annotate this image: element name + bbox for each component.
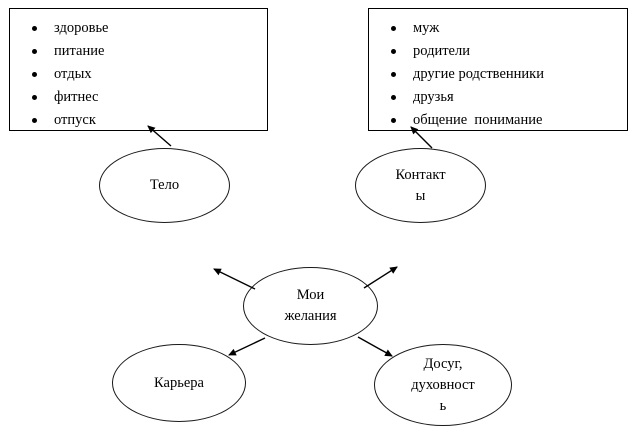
body-list: здоровье питание отдых фитнес отпуск xyxy=(10,9,267,130)
list-item: отдых xyxy=(10,63,267,86)
body-list-box: здоровье питание отдых фитнес отпуск xyxy=(9,8,268,131)
node-leisure-label-line1: Досуг, xyxy=(423,355,463,372)
arrow-wishes-to-body xyxy=(213,268,256,290)
node-wishes-label-line2: желания xyxy=(284,308,337,324)
node-career-label: Карьера xyxy=(154,374,204,391)
list-item: общение понимание xyxy=(369,109,627,130)
list-item: муж xyxy=(369,17,627,40)
node-leisure-label-line3: ь xyxy=(439,397,447,414)
list-item: другие родственники xyxy=(369,63,627,86)
list-item: родители xyxy=(369,40,627,63)
node-contacts: Контакт ы xyxy=(355,148,486,223)
node-leisure-label-line2: духовност xyxy=(411,376,475,393)
node-body: Тело xyxy=(99,148,230,223)
node-body-label: Тело xyxy=(149,177,180,193)
list-item: отпуск xyxy=(10,109,267,130)
list-item: фитнес xyxy=(10,86,267,109)
node-leisure: Досуг, духовност ь xyxy=(374,344,512,426)
list-item: здоровье xyxy=(10,17,267,40)
list-item: друзья xyxy=(369,86,627,109)
social-list: муж родители другие родственники друзья … xyxy=(369,9,627,130)
node-contacts-label-line1: Контакт xyxy=(395,166,446,183)
node-career: Карьера xyxy=(112,344,246,422)
list-item: питание xyxy=(10,40,267,63)
arrow-wishes-to-career xyxy=(228,337,266,356)
arrow-wishes-to-contacts xyxy=(363,266,398,289)
social-list-box: муж родители другие родственники друзья … xyxy=(368,8,628,131)
node-wishes-label-line1: Мои xyxy=(296,287,325,303)
arrow-wishes-to-leisure xyxy=(357,336,393,357)
node-contacts-label-line2: ы xyxy=(415,187,426,204)
node-wishes: Мои желания xyxy=(243,267,378,345)
